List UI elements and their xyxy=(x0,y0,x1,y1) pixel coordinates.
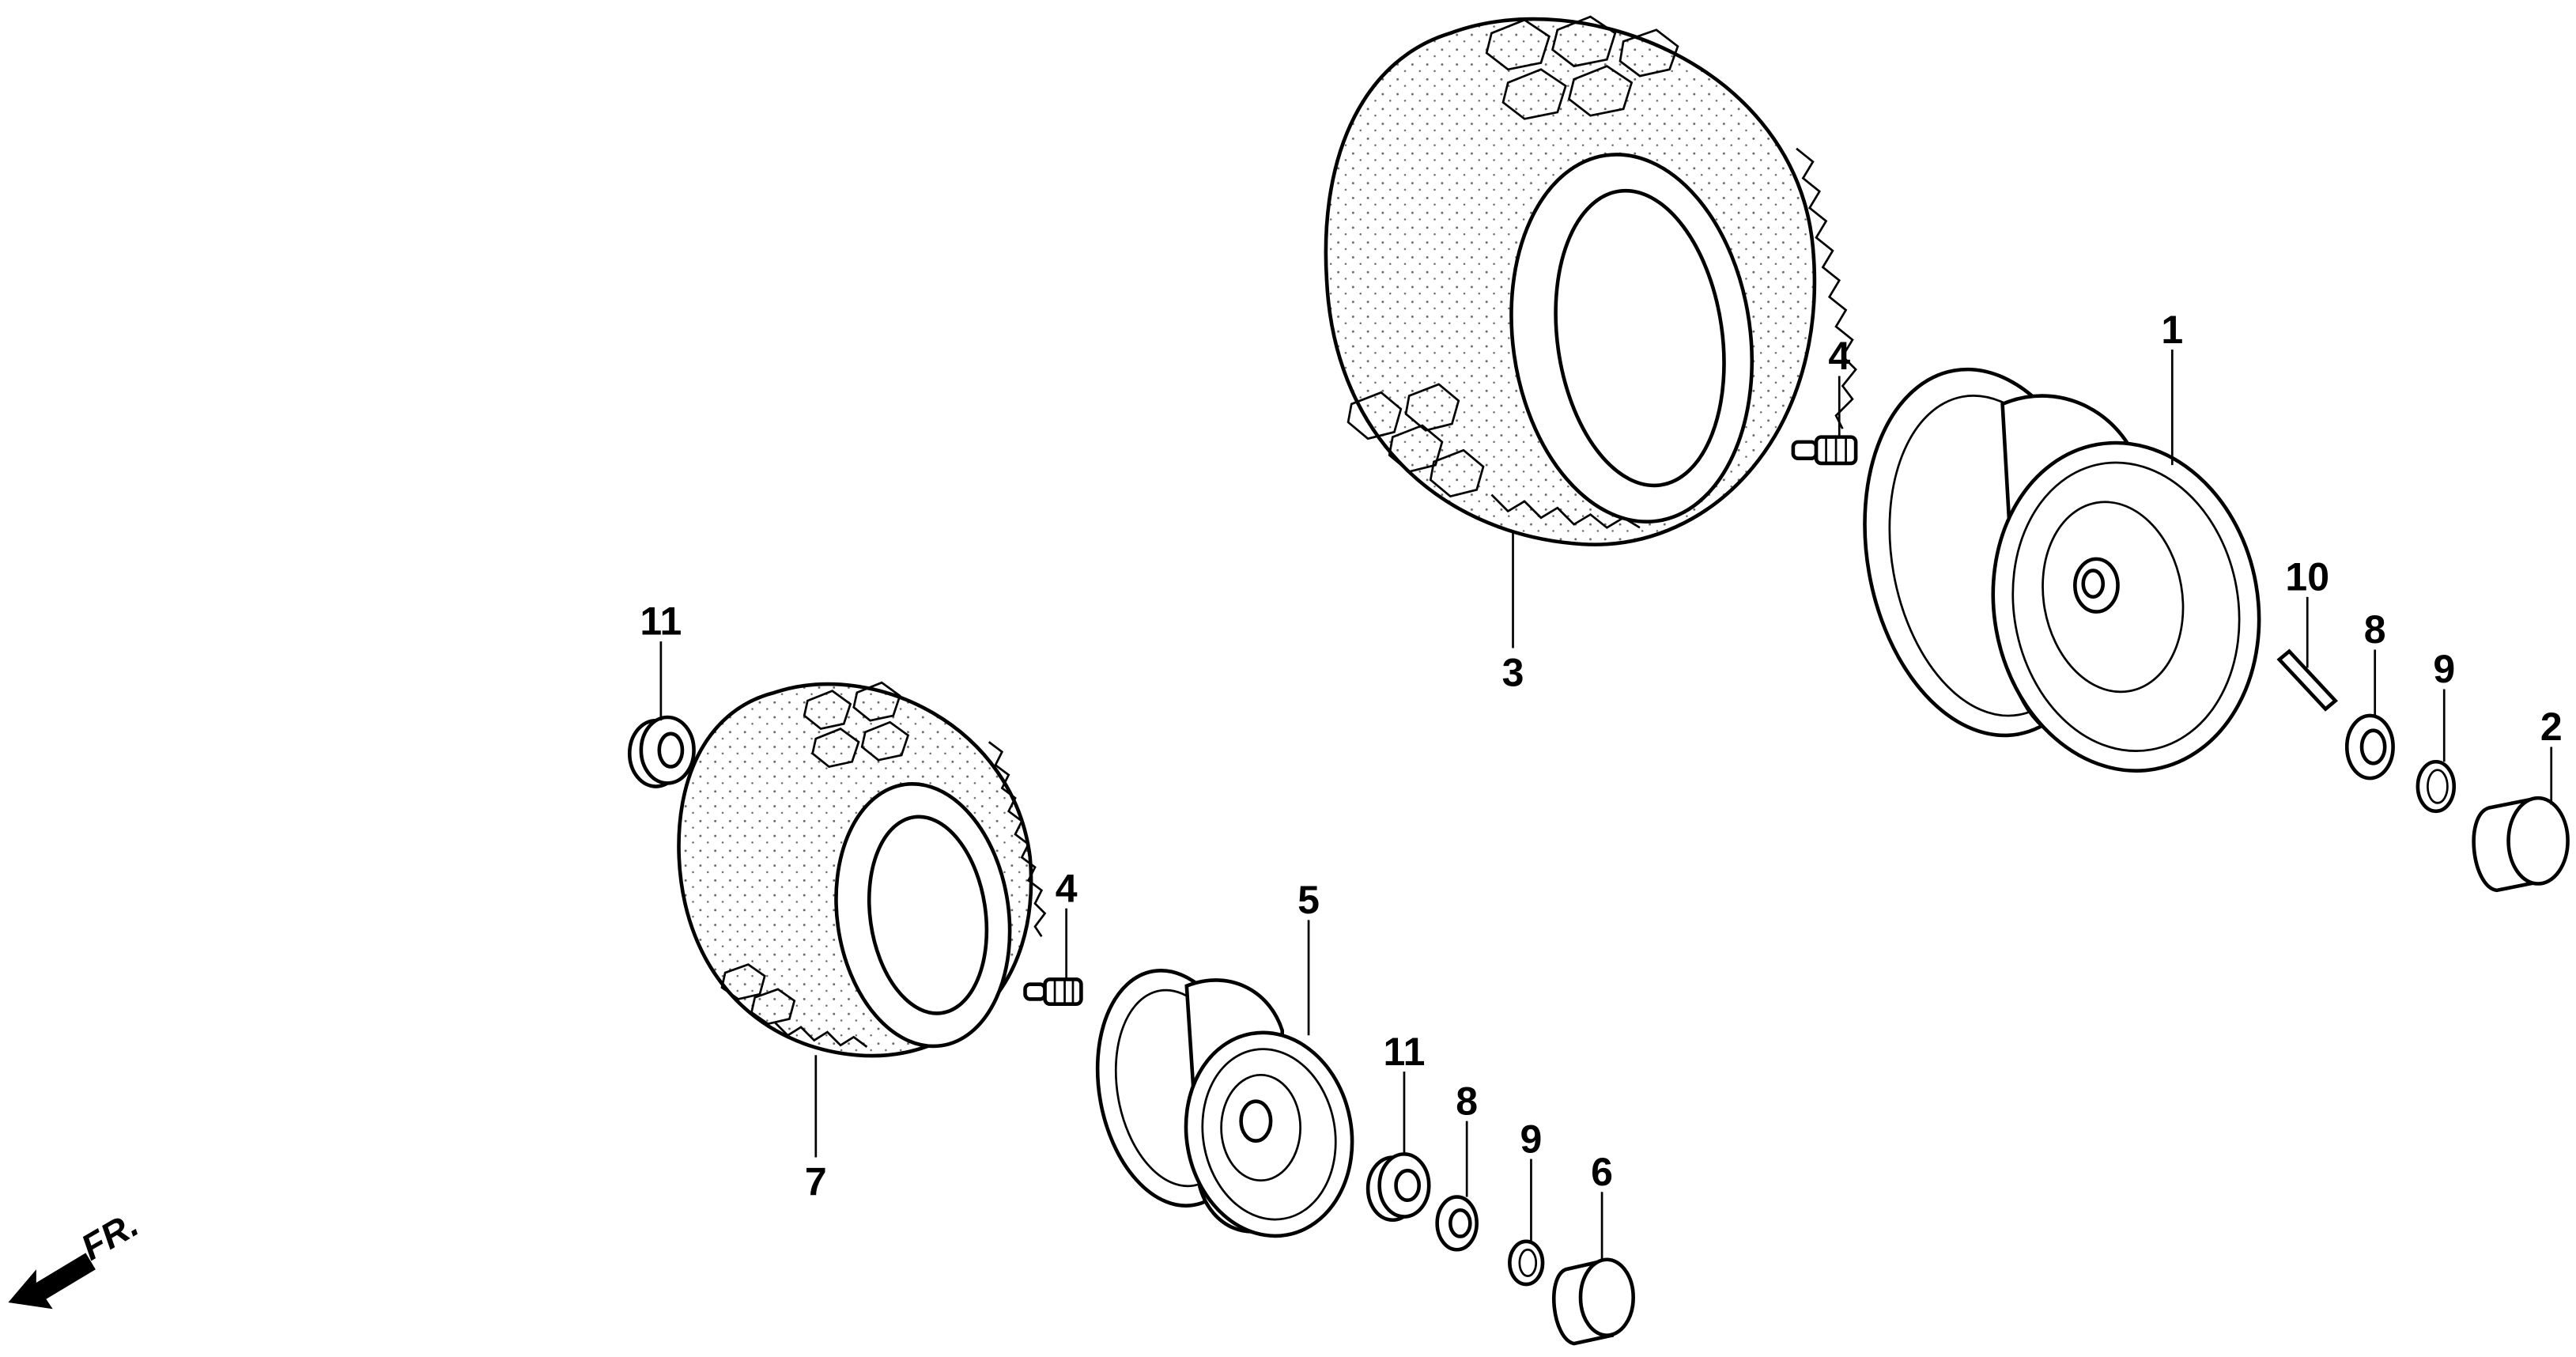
callout-6: 6 xyxy=(1591,1150,1613,1194)
rear-cap[interactable] xyxy=(2472,796,2570,893)
callout-10: 10 xyxy=(2285,554,2329,599)
left-bearing[interactable] xyxy=(627,715,696,788)
leader-lines xyxy=(659,350,2553,1260)
rear-tire[interactable] xyxy=(1324,15,1857,546)
front-wheel[interactable] xyxy=(1080,958,1368,1249)
callout-5: 5 xyxy=(1297,878,1320,922)
front-tire[interactable] xyxy=(677,681,1047,1058)
front-washer[interactable] xyxy=(1435,1195,1479,1252)
callout-8-rear: 8 xyxy=(2364,607,2386,652)
callout-2: 2 xyxy=(2540,705,2563,749)
rear-valve[interactable] xyxy=(1791,435,1858,466)
rear-washer[interactable] xyxy=(2344,713,2395,781)
front-valve[interactable] xyxy=(1023,977,1083,1006)
callout-9-front: 9 xyxy=(1520,1117,1543,1161)
callout-4-front: 4 xyxy=(1056,866,1078,910)
callout-4-rear: 4 xyxy=(1828,334,1850,378)
callout-3: 3 xyxy=(1502,650,1524,694)
callout-9-rear: 9 xyxy=(2433,647,2455,691)
front-direction-arrow-icon xyxy=(8,1253,96,1310)
callout-11-front: 11 xyxy=(1384,1030,1426,1074)
callout-7: 7 xyxy=(805,1159,827,1204)
front-clip[interactable] xyxy=(1508,1239,1545,1287)
front-cap[interactable] xyxy=(1551,1257,1635,1346)
callout-11-left: 11 xyxy=(640,599,682,644)
key[interactable] xyxy=(2276,648,2339,712)
callout-8-front: 8 xyxy=(1456,1079,1478,1123)
front-bearing[interactable] xyxy=(1365,1152,1431,1223)
rear-clip[interactable] xyxy=(2415,759,2457,814)
rear-wheel[interactable] xyxy=(1837,350,2284,792)
callout-1: 1 xyxy=(2161,308,2183,352)
